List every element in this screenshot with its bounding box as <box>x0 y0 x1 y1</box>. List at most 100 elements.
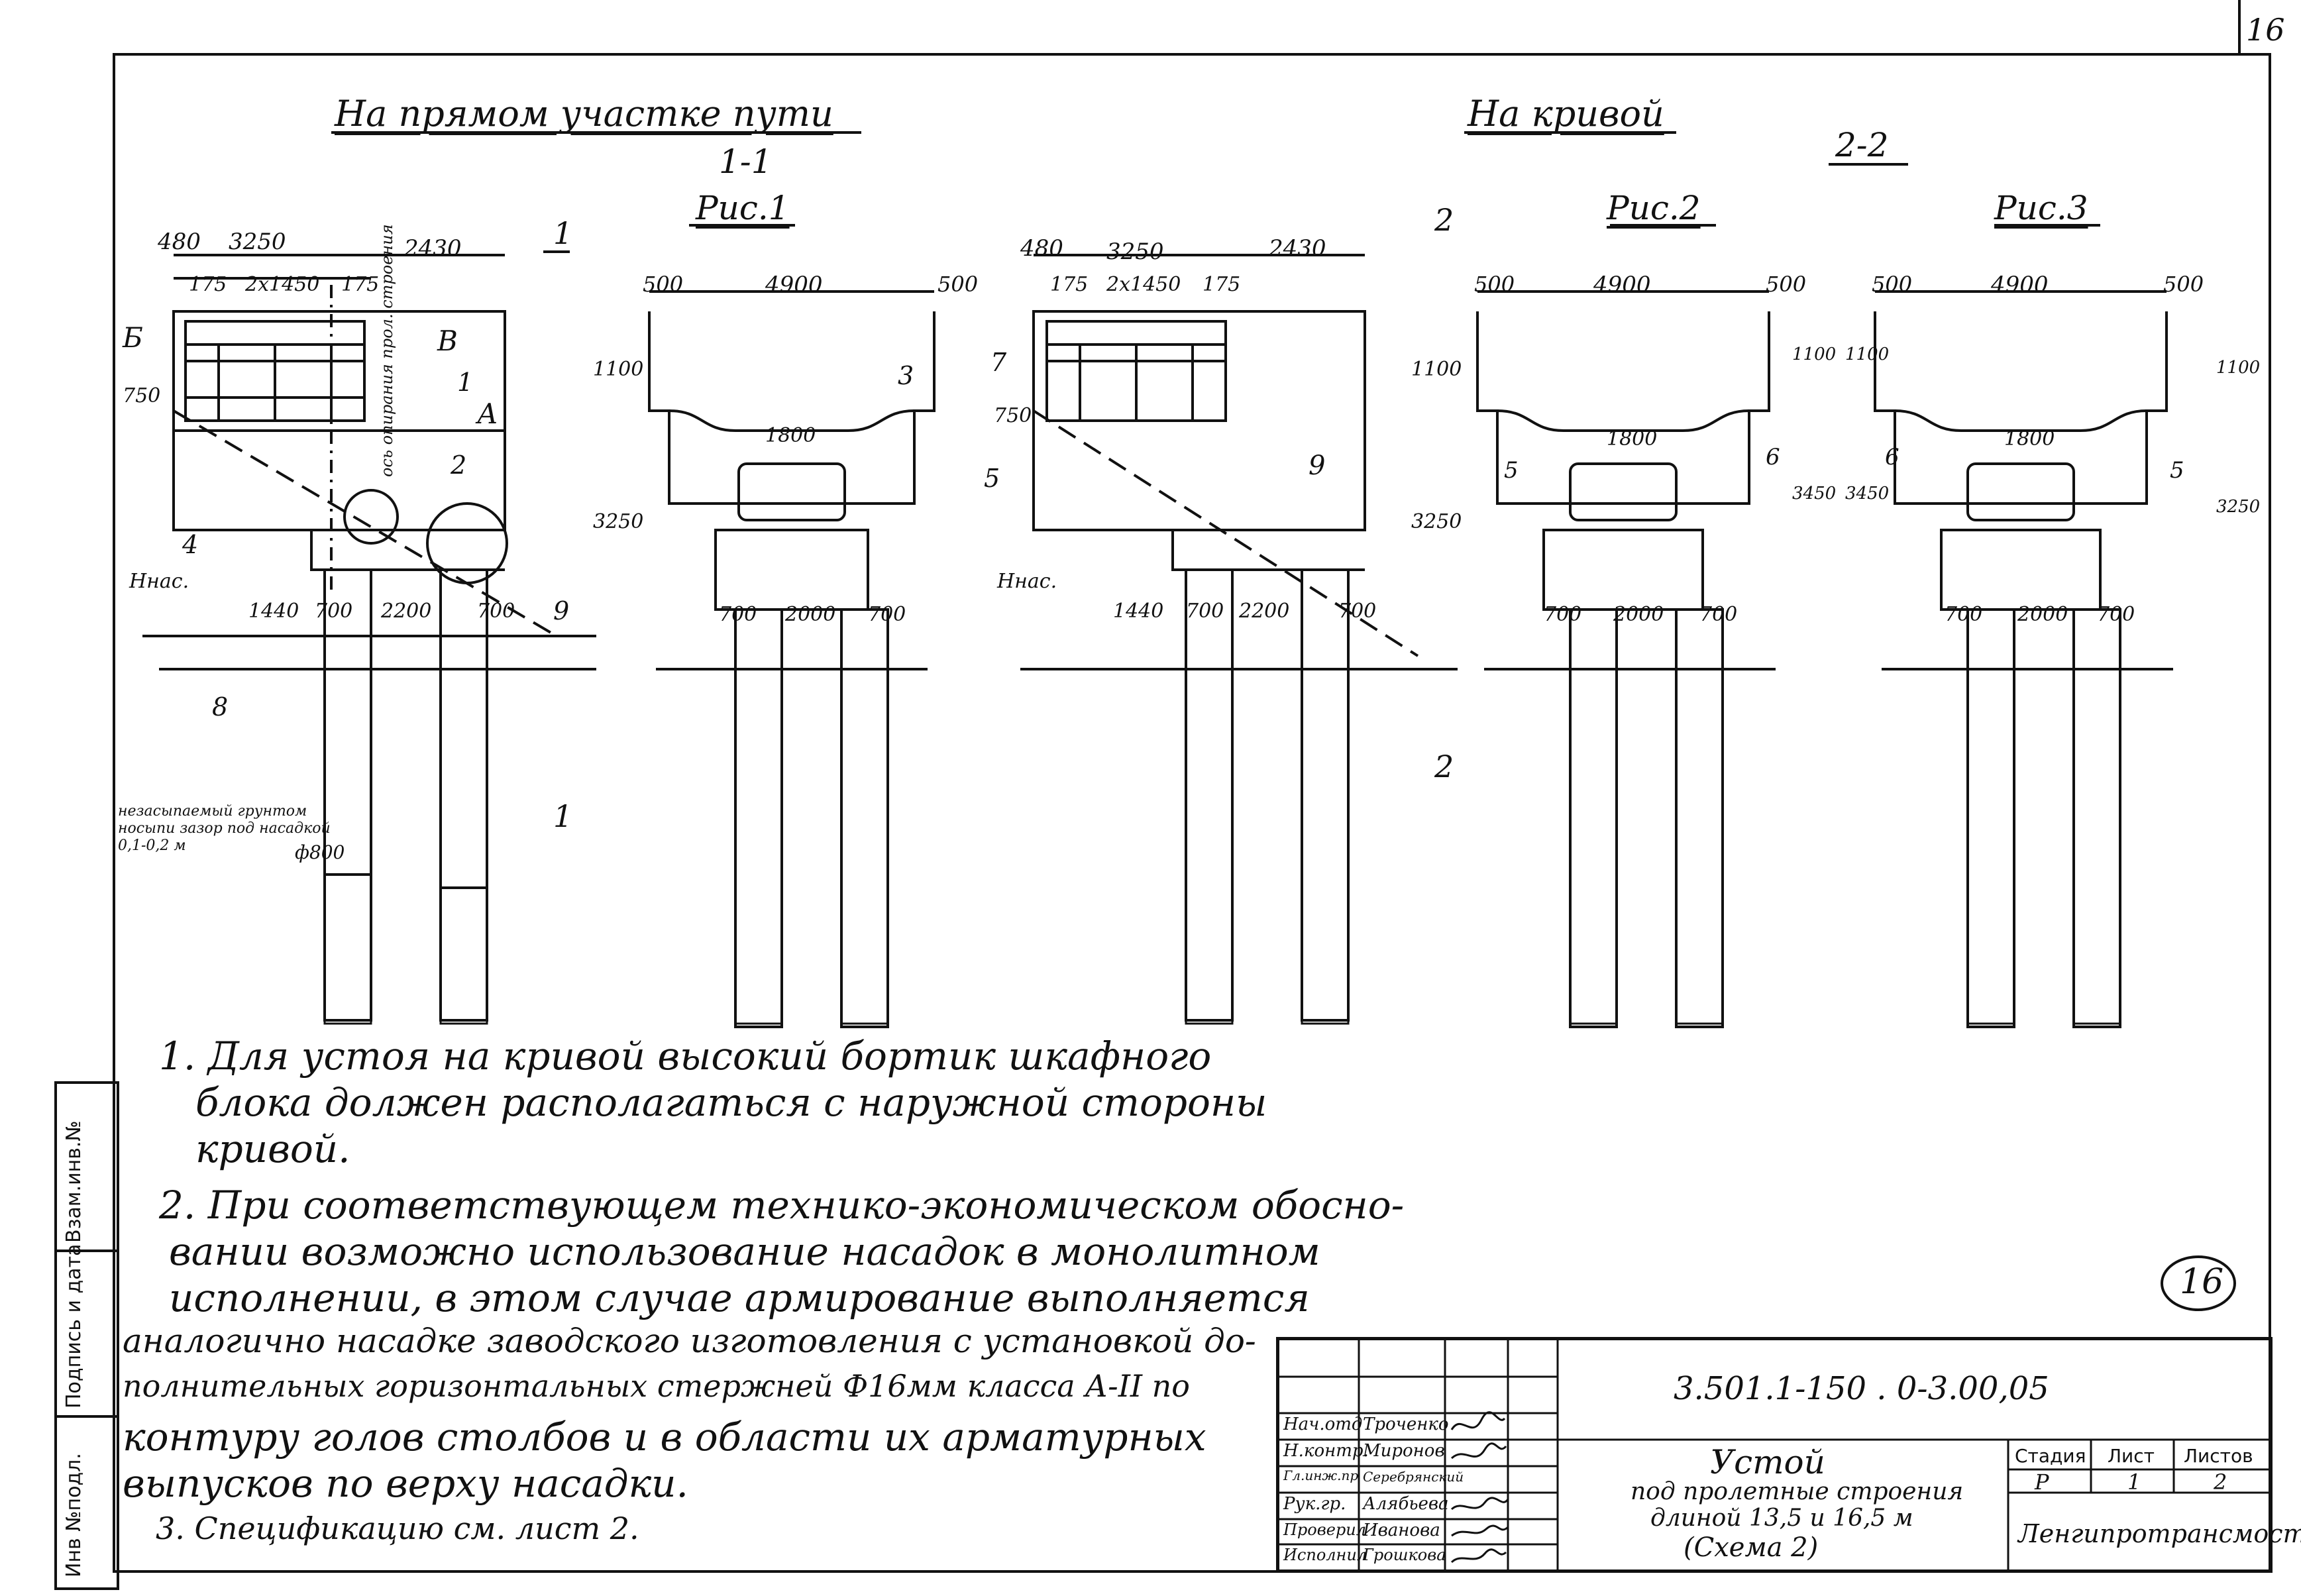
section-marker-1-bottom: 1 <box>553 798 573 834</box>
dim-750c: 750 <box>994 404 1032 427</box>
signatures <box>1450 1411 1509 1564</box>
dim-175d: 175 <box>1203 273 1241 296</box>
tb-subtitle-2: длиной 13,5 и 16,5 м <box>1650 1505 1913 1532</box>
tb-sheet-label: Лист <box>2108 1445 2155 1467</box>
dim-3250a: 3250 <box>593 510 644 533</box>
dim-700j: 700 <box>2097 603 2135 626</box>
dim-175: 175 <box>189 273 227 296</box>
dim-1440c: 1440 <box>1113 600 1164 623</box>
tb-role: Гл.инж.пр <box>1283 1467 1359 1483</box>
tb-name: Грошкова <box>1363 1546 1446 1564</box>
dim-1100e: 1100 <box>2216 358 2261 378</box>
dim-3250c: 3250 <box>1106 239 1164 265</box>
tb-code: 3.501.1-150 . 0-3.00,05 <box>1674 1370 2049 1407</box>
stamp-number: 16 <box>2180 1262 2224 1302</box>
tb-name: Миронов <box>1363 1441 1445 1461</box>
section-1-label: 1-1 <box>719 142 773 181</box>
label-5c: 5 <box>2170 457 2184 484</box>
page-number: 16 <box>2246 12 2285 48</box>
dim-500f: 500 <box>2163 272 2204 297</box>
fig-curve-side-view <box>1020 254 1458 1025</box>
dim-3450b: 3450 <box>1845 484 1890 504</box>
dim-2000c: 2000 <box>2017 603 2068 626</box>
side-stamp-vzam: Взам.инв.№ <box>62 1120 85 1243</box>
label-3: 3 <box>898 361 914 390</box>
tb-org: Ленгипротрансмост <box>2018 1519 2301 1548</box>
tb-role: Проверил <box>1283 1520 1367 1539</box>
fig1-label: Рис.1 <box>696 189 790 227</box>
soil-note: незасыпаемый грунтом носыпи зазор под на… <box>118 803 331 854</box>
dim-700e: 700 <box>1186 600 1224 623</box>
note-line: кривой. <box>195 1126 350 1171</box>
label-6b: 6 <box>1885 444 1900 470</box>
dim-1800a: 1800 <box>765 424 816 447</box>
axis-note: ось опирания прол. строения <box>378 224 396 477</box>
tb-sheets: 2 <box>2214 1469 2227 1495</box>
label-b: Б <box>123 321 143 354</box>
dim-500d: 500 <box>1766 272 1807 297</box>
dim-4900c: 4900 <box>1991 272 2049 298</box>
side-stamp: Инв №подл. Подпись и дата Взам.инв.№ <box>54 1081 119 1590</box>
tb-subtitle-1: под пролетные строения <box>1631 1478 1964 1505</box>
dim-3450a: 3450 <box>1792 484 1837 504</box>
note-line: вании возможно использование насадок в м… <box>169 1229 1320 1274</box>
label-9c: 9 <box>1309 451 1326 481</box>
dim-2x1450c: 2х1450 <box>1106 273 1181 296</box>
note-line: аналогично насадке заводского изготовлен… <box>123 1322 1256 1360</box>
label-8: 8 <box>212 692 229 721</box>
dim-3250b: 3250 <box>1411 510 1462 533</box>
label-9: 9 <box>553 596 570 625</box>
side-stamp-inv: Инв №подл. <box>62 1453 85 1577</box>
fig3-label: Рис.3 <box>1994 189 2088 227</box>
section-2-label: 2-2 <box>1835 126 1889 164</box>
dim-2x1450: 2х1450 <box>245 273 320 296</box>
dim-4900b: 4900 <box>1593 272 1651 298</box>
side-stamp-sign: Подпись и дата <box>62 1244 85 1409</box>
dim-2000a: 2000 <box>785 603 836 626</box>
label-2: 2 <box>451 451 467 480</box>
dim-3250: 3250 <box>229 229 286 255</box>
dim-2200: 2200 <box>381 600 432 623</box>
dim-700g: 700 <box>1544 603 1582 626</box>
dim-1800b: 1800 <box>1607 427 1658 451</box>
dim-3250d: 3250 <box>2216 497 2261 517</box>
dim-700h: 700 <box>1699 603 1738 626</box>
hnas-label: Ннас. <box>129 570 189 593</box>
tb-stage-label: Стадия <box>2015 1445 2086 1467</box>
dim-2200c: 2200 <box>1239 600 1290 623</box>
dim-480c: 480 <box>1020 235 1063 262</box>
label-5b: 5 <box>1504 457 1519 484</box>
tb-role: Исполнил <box>1283 1546 1367 1564</box>
note-line: полнительных горизонтальных стержней Ф16… <box>123 1368 1190 1404</box>
dim-500c: 500 <box>1474 272 1515 297</box>
tb-subtitle-3: (Схема 2) <box>1684 1532 1819 1563</box>
fig2-label: Рис.2 <box>1607 189 1701 227</box>
fig1-side-view <box>142 250 596 1025</box>
dim-1100c: 1100 <box>1792 345 1837 364</box>
section-marker-2-bottom: 2 <box>1434 749 1454 784</box>
tb-sheet: 1 <box>2127 1469 2141 1495</box>
label-4: 4 <box>182 530 199 559</box>
label-6a: 6 <box>1766 444 1780 470</box>
fig1-section <box>648 290 936 1028</box>
note-line: блока должен располагаться с наружной ст… <box>195 1080 1267 1125</box>
tb-name: Серебрянский <box>1363 1469 1464 1485</box>
right-title: На кривой <box>1468 93 1664 134</box>
hnas-label-c: Ннас. <box>997 570 1057 593</box>
left-title: На прямом участке пути <box>335 93 833 134</box>
dim-1100b: 1100 <box>1411 358 1462 381</box>
note-line: контуру голов столбов и в области их арм… <box>123 1414 1206 1460</box>
dim-175c: 175 <box>1050 273 1089 296</box>
dim-1100d: 1100 <box>1845 345 1890 364</box>
dim-700d: 700 <box>868 603 906 626</box>
label-v: В <box>437 325 458 357</box>
dim-500a: 500 <box>643 272 684 297</box>
dim-700i: 700 <box>1945 603 1983 626</box>
dim-175b: 175 <box>341 273 380 296</box>
dim-1440: 1440 <box>248 600 299 623</box>
tb-role: Н.контр. <box>1283 1441 1369 1461</box>
title-block-grid <box>1279 1340 2269 1569</box>
pile-diameter: ф800 <box>295 841 345 863</box>
note-line: выпусков по верху насадки. <box>123 1461 688 1506</box>
note-line: 3. Спецификацию см. лист 2. <box>156 1511 639 1546</box>
